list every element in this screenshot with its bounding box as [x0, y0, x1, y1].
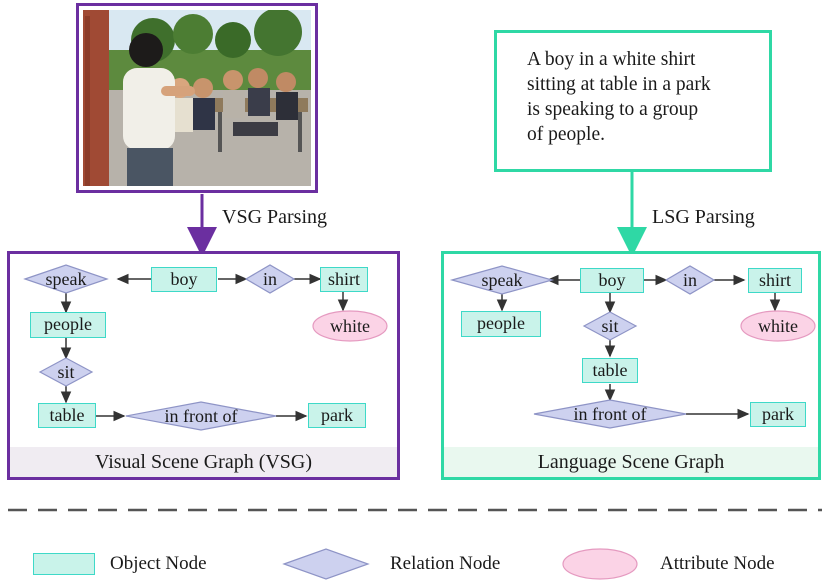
object-node-people: people	[30, 312, 106, 338]
relation-node-in-front-of	[533, 399, 687, 429]
object-node-shirt: shirt	[748, 268, 802, 293]
label-in: in	[683, 270, 697, 290]
object-node-people: people	[461, 311, 541, 337]
scene-photo	[83, 10, 311, 186]
label-white: white	[330, 316, 370, 336]
label-white: white	[758, 316, 798, 336]
vsg-graph: speak in sit in front of white	[23, 264, 388, 431]
lsg-panel: speak in sit in front of white boy shirt…	[441, 251, 821, 480]
lsg-graph: speak in sit in front of white	[449, 265, 816, 429]
label-speak: speak	[46, 269, 87, 289]
object-node-boy: boy	[151, 267, 217, 292]
relation-node-sit	[582, 311, 638, 341]
label-sit: sit	[601, 316, 618, 336]
relation-node-in-front-of	[125, 401, 277, 431]
label-in-front-of: in front of	[574, 404, 647, 424]
object-node-table: table	[38, 403, 96, 428]
legend-attribute-swatch	[562, 548, 638, 580]
object-node-boy: boy	[580, 268, 644, 293]
caption-line: is speaking to a group	[527, 99, 699, 120]
caption-line: sitting at table in a park	[527, 74, 711, 95]
vsg-parsing-label: VSG Parsing	[222, 206, 328, 228]
scene-illustration	[83, 10, 311, 186]
vsg-title: Visual Scene Graph (VSG)	[10, 447, 397, 477]
attribute-node-white	[312, 310, 388, 342]
relation-node-in	[664, 265, 716, 295]
dashed-divider	[8, 508, 822, 512]
caption-line: of people.	[527, 124, 605, 145]
legend-object-label: Object Node	[110, 553, 207, 574]
lsg-parsing-label: LSG Parsing	[652, 206, 755, 228]
label-speak: speak	[482, 270, 523, 290]
relation-node-speak	[449, 265, 555, 295]
label-sit: sit	[57, 362, 74, 382]
vsg-panel: speak in sit in front of white boy shirt…	[7, 251, 400, 480]
label-in: in	[263, 269, 277, 289]
relation-node-sit	[38, 357, 94, 387]
caption-line: A boy in a white shirt	[527, 49, 696, 70]
lsg-title: Language Scene Graph	[444, 447, 818, 477]
relation-node-in	[244, 264, 296, 294]
legend-attribute-label: Attribute Node	[660, 553, 775, 574]
attribute-node-white	[740, 310, 816, 342]
relation-node-speak	[23, 264, 109, 294]
caption-box: A boy in a white shirt sitting at table …	[494, 30, 772, 172]
object-node-table: table	[582, 358, 638, 383]
legend-relation-swatch	[282, 548, 370, 580]
object-node-park: park	[308, 403, 366, 428]
parsing-arrows	[187, 172, 647, 257]
object-node-shirt: shirt	[320, 267, 368, 292]
legend-relation-label: Relation Node	[390, 553, 501, 574]
legend-object-swatch	[33, 553, 95, 575]
object-node-park: park	[750, 402, 806, 427]
photo-frame	[76, 3, 318, 193]
label-in-front-of: in front of	[165, 406, 238, 426]
caption-text: A boy in a white shirt sitting at table …	[527, 47, 752, 147]
